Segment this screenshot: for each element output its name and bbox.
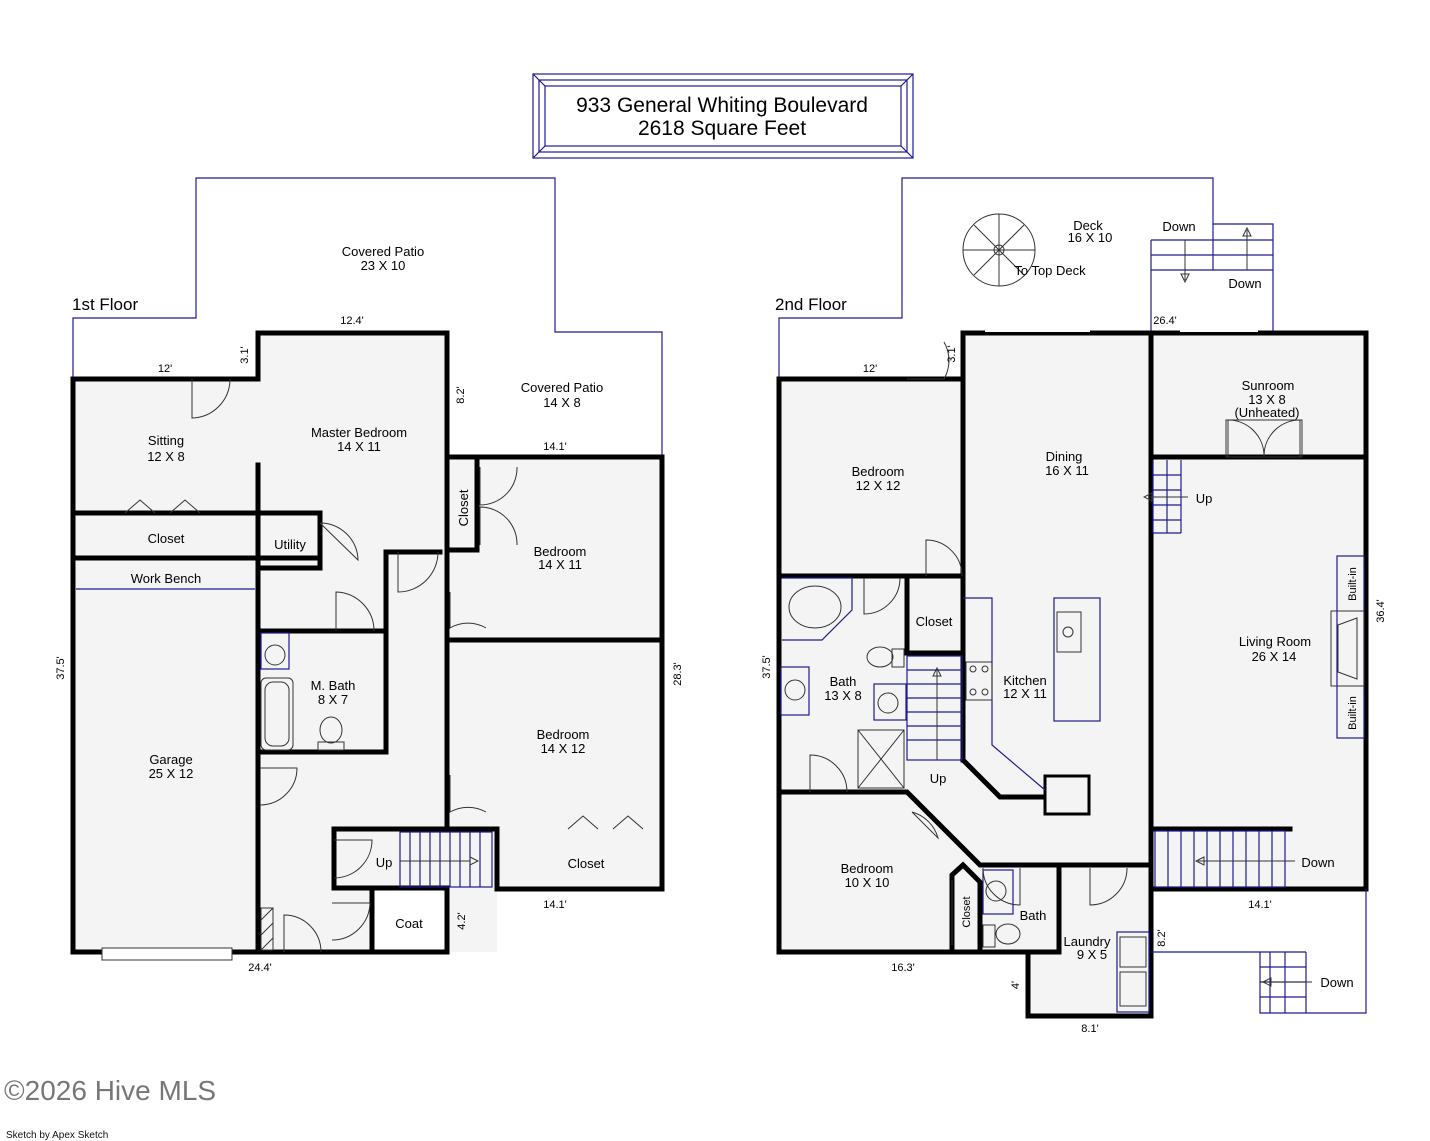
central-stairs (906, 655, 963, 761)
bath2-laundry-fixtures (982, 869, 1150, 1013)
bedroom-name: Bedroom (841, 861, 894, 876)
dimension-label: 14.1' (1248, 899, 1272, 911)
living-room-name: Living Room (1239, 634, 1311, 649)
dimension-label: 12' (863, 363, 877, 375)
bedroom-name: Bedroom (852, 464, 905, 479)
exterior-stairs-down (1151, 889, 1367, 1014)
master-bath-name: M. Bath (311, 678, 356, 693)
first-floor-label: 1st Floor (72, 295, 138, 314)
covered-patio-right-name: Covered Patio (521, 380, 603, 395)
covered-patio-name: Covered Patio (342, 244, 424, 259)
utility-label: Utility (274, 537, 306, 552)
sunroom-size: 13 X 8 (1248, 392, 1286, 407)
dimension-label: 8.1' (1081, 1023, 1098, 1035)
deck-stairs-down-label: Down (1228, 276, 1261, 291)
bath-label: Bath (1020, 908, 1047, 923)
dimension-label: 26.4' (1153, 315, 1177, 327)
closet-label: Closet (148, 531, 185, 546)
master-bath-fixtures (260, 632, 345, 951)
bedroom-size: 14 X 11 (538, 557, 582, 572)
stairs-up-label: Up (930, 771, 947, 786)
living-room-stairs-up (1142, 460, 1188, 534)
title-box: 933 General Whiting Boulevard 2618 Squar… (532, 73, 914, 159)
covered-patio-size: 23 X 10 (361, 258, 406, 273)
first-floor: 1st Floor Covered Patio 23 X 10 Covered … (55, 177, 684, 974)
bath-fixtures (780, 577, 907, 789)
garage-name: Garage (149, 752, 192, 767)
bedroom-name: Bedroom (537, 727, 590, 742)
dimension-label: 8.2' (1156, 929, 1168, 946)
dimension-label: 3.1' (946, 345, 958, 362)
built-in-label: Built-in (1347, 696, 1359, 730)
dimension-label: 36.4' (1375, 599, 1387, 623)
stairs-up-label: Up (376, 855, 393, 870)
closet-label: Closet (568, 856, 605, 871)
master-bedroom-name: Master Bedroom (311, 425, 407, 440)
spiral-staircase (962, 213, 1036, 287)
dimension-label: 37.5' (55, 656, 67, 680)
kitchen-name: Kitchen (1003, 673, 1046, 688)
first-floor-stairs (399, 831, 493, 888)
dining-size: 16 X 11 (1045, 463, 1089, 478)
second-floor-label: 2nd Floor (775, 295, 847, 314)
dimension-label: 16.3' (891, 962, 915, 974)
sunroom-name: Sunroom (1242, 378, 1295, 393)
sunroom-note: (Unheated) (1234, 405, 1299, 420)
stairs-down-label: Down (1301, 855, 1334, 870)
title-square-feet: 2618 Square Feet (638, 117, 806, 140)
dimension-label: 14.1' (543, 899, 567, 911)
stairs-down-label: Down (1320, 975, 1353, 990)
bath-size: 13 X 8 (824, 688, 862, 703)
title-address: 933 General Whiting Boulevard (576, 94, 868, 117)
dimension-label: 24.4' (248, 962, 272, 974)
built-in-label: Built-in (1347, 567, 1359, 601)
coat-closet-label: Coat (395, 916, 423, 931)
dimension-label: 37.5' (761, 655, 773, 679)
garage-size: 25 X 12 (149, 766, 194, 781)
to-top-deck-label: To Top Deck (1014, 263, 1086, 278)
living-room-size: 26 X 14 (1252, 649, 1297, 664)
bedroom-size: 10 X 10 (845, 875, 890, 890)
second-floor: 2nd Floor Deck 16 X 10 To Top Deck Down … (761, 177, 1387, 1035)
dimension-label: 14.1' (543, 441, 567, 453)
deck-size: 16 X 10 (1068, 230, 1113, 245)
dimension-label: 12.4' (340, 315, 364, 327)
bedroom-size: 14 X 12 (541, 741, 586, 756)
master-bedroom-size: 14 X 11 (337, 439, 381, 454)
deck-name: Deck (1073, 218, 1103, 233)
dimension-label: 4.2' (456, 912, 468, 929)
deck-stairs-down-label: Down (1162, 219, 1195, 234)
sketch-credit: Sketch by Apex Sketch (6, 1130, 108, 1141)
copyright-watermark: ©2026 Hive MLS (4, 1075, 216, 1106)
closet-vertical-label: Closet (961, 896, 973, 927)
laundry-size: 9 X 5 (1077, 947, 1107, 962)
bedroom-name: Bedroom (534, 544, 587, 559)
covered-patio-right-size: 14 X 8 (543, 395, 581, 410)
bath-name: Bath (830, 674, 857, 689)
dimension-label: 3.1' (239, 346, 251, 363)
work-bench-label: Work Bench (131, 571, 202, 586)
dimension-label: 4' (1010, 981, 1022, 989)
dimension-label: 8.2' (455, 386, 467, 403)
dining-name: Dining (1046, 449, 1083, 464)
living-room-stairs-down (1154, 830, 1295, 888)
bedroom-size: 12 X 12 (856, 478, 901, 493)
sitting-size: 12 X 8 (147, 449, 185, 464)
stairs-up-label: Up (1196, 491, 1213, 506)
master-bath-size: 8 X 7 (318, 692, 348, 707)
sitting-name: Sitting (148, 433, 184, 448)
dimension-label: 12' (158, 363, 172, 375)
closet-vertical-label: Closet (456, 489, 471, 526)
dimension-label: 28.3' (672, 662, 684, 686)
closet-label: Closet (916, 614, 953, 629)
laundry-name: Laundry (1064, 934, 1111, 949)
kitchen-size: 12 X 11 (1003, 686, 1047, 701)
